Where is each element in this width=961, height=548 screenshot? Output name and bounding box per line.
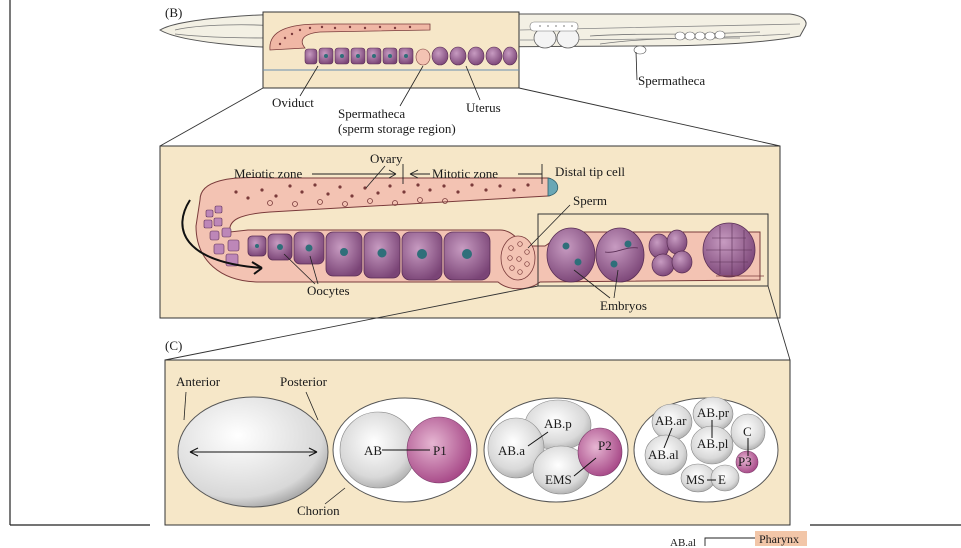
cell-c: C [743,424,752,439]
cell-ms: MS [686,472,705,487]
panel-b-tag: (B) [165,5,182,20]
label-chorion: Chorion [297,503,340,518]
label-mitotic-zone: Mitotic zone [432,166,498,181]
leader-spermatheca-right [636,52,637,80]
label-meiotic-zone: Meiotic zone [234,166,302,181]
panel-c-tag: (C) [165,338,182,353]
label-ovary: Ovary [370,151,403,166]
cell-ab-a: AB.a [498,443,525,458]
one-cell-embryo [178,397,328,507]
label-anterior: Anterior [176,374,221,389]
cell-p3: P3 [738,454,752,469]
label-sperm: Sperm [573,193,607,208]
label-distal-tip-cell: Distal tip cell [555,164,625,179]
label-posterior: Posterior [280,374,328,389]
cell-ab-ar: AB.ar [655,413,687,428]
zoom-line-left [160,88,263,146]
label-embryos: Embryos [600,298,647,313]
cell-ab: AB [364,443,382,458]
label-spermatheca-storage: Spermatheca [338,106,405,121]
cell-e: E [718,472,726,487]
cell-ab-p: AB.p [544,416,572,431]
label-uterus: Uterus [466,100,501,115]
cell-ab-al: AB.al [648,447,679,462]
cell-ems: EMS [545,472,572,487]
two-cell-embryo [333,398,477,502]
cell-p1: P1 [433,443,447,458]
cell-ab-pr: AB.pr [697,405,730,420]
label-oocytes: Oocytes [307,283,350,298]
footer-bracket [705,538,755,546]
footer-ab-fragment: AB.al [670,537,696,548]
label-spermatheca-right: Spermatheca [638,73,705,88]
label-sperm-storage-region: (sperm storage region) [338,121,456,136]
cell-ab-pl: AB.pl [697,436,729,451]
footer-pharynx: Pharynx [759,532,799,546]
cell-p2: P2 [598,438,612,453]
zoom-line-right [519,88,780,146]
label-oviduct: Oviduct [272,95,314,110]
